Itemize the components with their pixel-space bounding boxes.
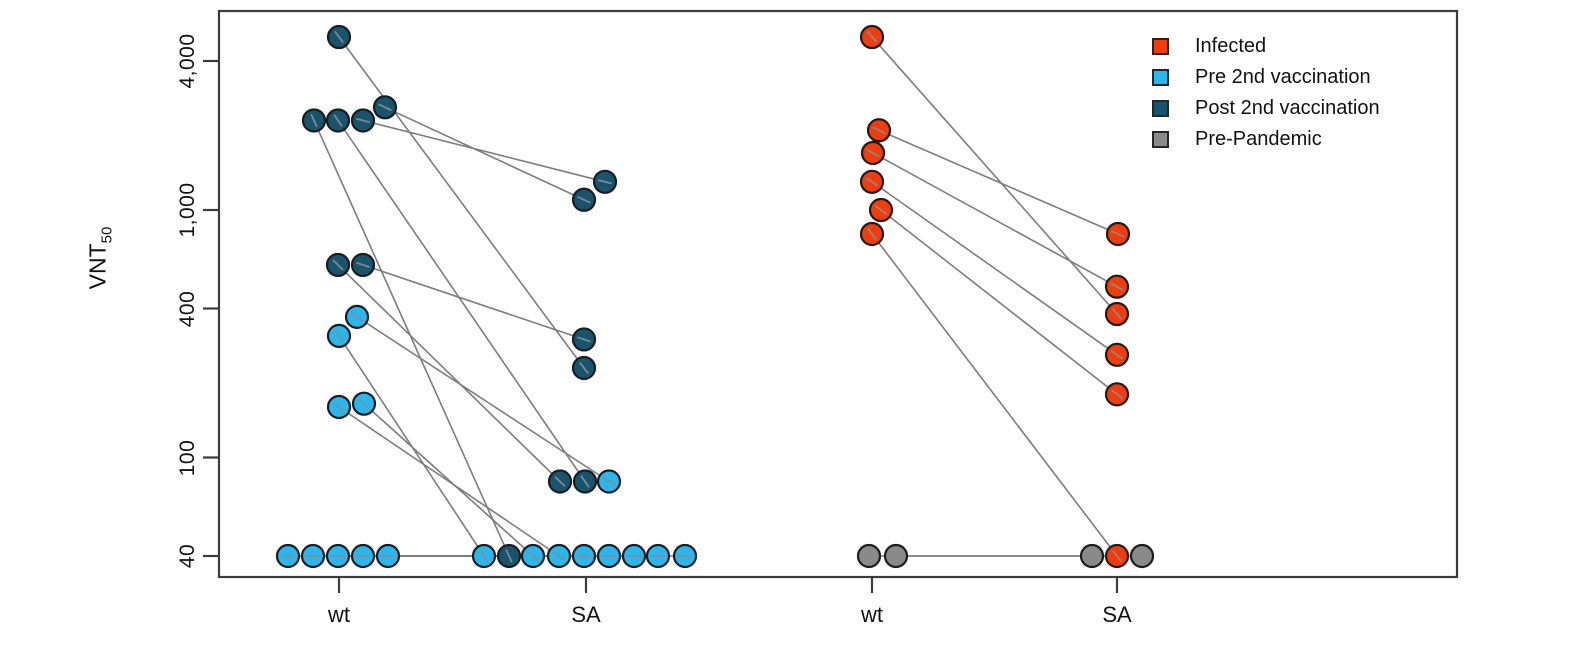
line-stub: [1111, 308, 1123, 320]
legend-row-pre-2nd-vaccination: Pre 2nd vaccination: [1152, 62, 1380, 93]
pair-line: [880, 209, 1118, 395]
line-stub: [479, 549, 489, 563]
line-stub: [1110, 282, 1124, 291]
pair-line: [362, 264, 585, 341]
x-tick-label-left-wt: wt: [328, 602, 350, 627]
legend-swatch-pre-2nd-vaccination-icon: [1152, 69, 1169, 86]
pair-line: [363, 403, 534, 557]
line-stub: [865, 177, 879, 187]
y-tick-label-1000: 1,000: [176, 182, 199, 238]
x-tick-label-right-sa: SA: [1102, 602, 1132, 627]
legend-swatch-post-2nd-vaccination-icon: [1152, 100, 1169, 117]
legend-label-post-2nd-vaccination: Post 2nd vaccination: [1195, 97, 1380, 119]
legend-row-infected: Infected: [1152, 31, 1380, 62]
line-stub: [577, 336, 591, 343]
pair-line: [871, 233, 1118, 557]
line-stub: [554, 475, 566, 488]
pair-line: [338, 36, 585, 369]
y-tick-label-40: 40: [176, 543, 199, 569]
legend-swatch-pre-pandemic-icon: [1152, 131, 1169, 148]
pair-line: [871, 36, 1118, 315]
pair-line: [384, 106, 585, 201]
pair-line: [337, 120, 586, 482]
line-stub: [332, 259, 344, 271]
pair-line: [362, 119, 606, 183]
pair-line: [313, 120, 510, 557]
y-tick-label-100: 100: [176, 439, 199, 476]
pair-line: [871, 181, 1118, 356]
line-stub: [310, 113, 318, 128]
pair-line: [356, 316, 610, 483]
line-stub: [527, 550, 539, 562]
plot-frame: [217, 9, 1459, 579]
line-stub: [505, 549, 513, 563]
line-stub: [334, 329, 344, 343]
line-stub: [866, 31, 878, 43]
y-tick-label-4000: 4,000: [176, 33, 199, 89]
y-axis-title-text: VNT: [84, 243, 111, 290]
legend-label-pre-2nd-vaccination: Pre 2nd vaccination: [1195, 66, 1371, 88]
legend: Infected Pre 2nd vaccination Post 2nd va…: [1152, 31, 1380, 155]
line-stub: [378, 103, 392, 112]
line-stub: [1110, 350, 1124, 360]
pair-line: [878, 129, 1119, 235]
line-stub: [355, 117, 371, 124]
legend-row-pre-pandemic: Pre-Pandemic: [1152, 124, 1380, 155]
legend-label-pre-pandemic: Pre-Pandemic: [1195, 128, 1322, 150]
line-stub: [872, 126, 886, 134]
pair-line: [872, 152, 1118, 288]
line-stub: [579, 361, 589, 375]
line-stub: [1112, 549, 1122, 563]
pair-line: [338, 406, 560, 557]
x-tick-label-left-sa: SA: [571, 602, 601, 627]
line-stub: [350, 312, 364, 322]
line-stub: [552, 551, 566, 561]
pair-line: [337, 264, 561, 483]
line-stub: [866, 148, 880, 158]
line-stub: [334, 30, 344, 44]
legend-row-post-2nd-vaccination: Post 2nd vaccination: [1152, 93, 1380, 124]
legend-label-infected: Infected: [1195, 35, 1267, 57]
line-stub: [602, 476, 616, 487]
line-stub: [358, 398, 370, 410]
line-stub: [333, 114, 343, 127]
line-stub: [1110, 389, 1124, 400]
line-stub: [874, 204, 888, 216]
y-axis-title: VNT50: [85, 227, 116, 290]
line-stub: [356, 261, 370, 269]
legend-swatch-infected-icon: [1152, 38, 1169, 55]
line-stub: [1111, 230, 1125, 238]
line-stub: [867, 227, 877, 241]
x-tick-label-right-wt: wt: [861, 602, 883, 627]
line-stub: [577, 195, 591, 204]
line-stub: [332, 402, 346, 412]
y-axis-title-subscript: 50: [98, 226, 116, 244]
y-tick-label-400: 400: [176, 290, 199, 327]
line-stub: [597, 179, 613, 185]
line-stub: [580, 475, 590, 488]
